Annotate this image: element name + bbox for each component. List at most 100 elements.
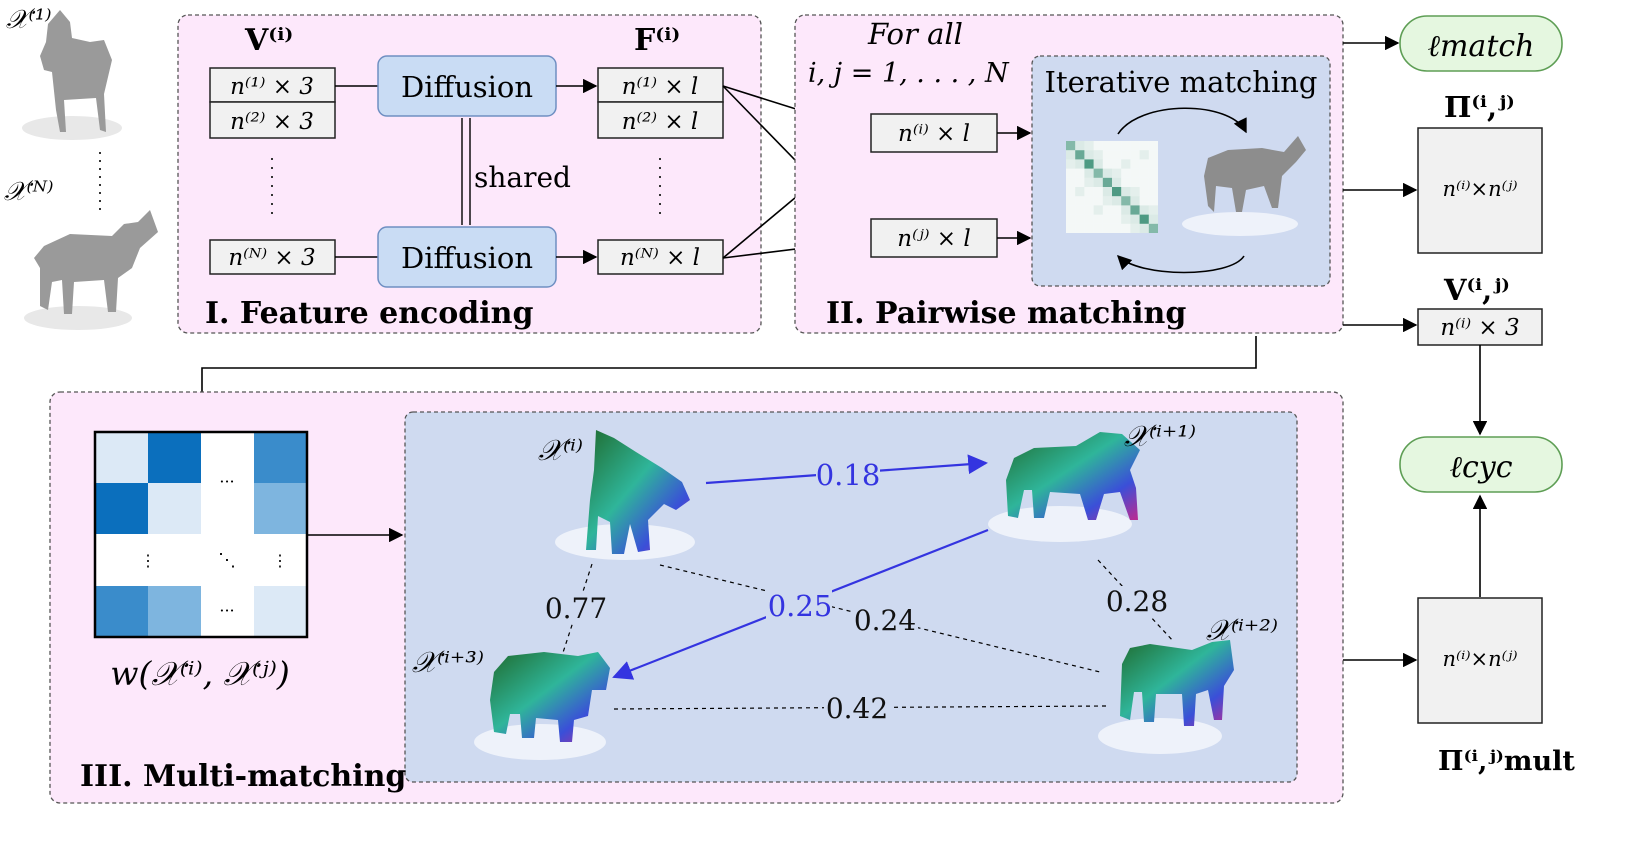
shape-x-i-label: 𝒳⁽ⁱ⁾ — [538, 433, 583, 467]
matrix-cell — [1130, 187, 1140, 197]
matrix-cell — [1066, 168, 1076, 178]
matrix-cell — [1112, 168, 1122, 178]
matrix-cell — [1075, 141, 1085, 151]
input-xn-label: 𝒳⁽ᴺ⁾ — [4, 177, 53, 207]
matrix-cell — [1139, 150, 1149, 160]
matrix-cell — [1093, 168, 1103, 178]
matrix-cell — [1112, 150, 1122, 160]
matrix-cell — [1148, 159, 1158, 169]
matrix-cell — [1121, 159, 1131, 169]
w-cell — [95, 586, 148, 637]
w-dots-d: ⋱ — [218, 550, 236, 571]
matrix-cell — [1066, 223, 1076, 233]
matrix-cell — [1102, 177, 1112, 187]
shape-x-i1: 𝒳⁽ⁱ⁺¹⁾ — [988, 419, 1196, 542]
matrix-cell — [1102, 196, 1112, 206]
edge-weights: 0.18 0.25 0.77 0.24 0.28 0.42 — [542, 458, 1170, 725]
pi-box — [1417, 127, 1543, 254]
matrix-cell — [1139, 177, 1149, 187]
matrix-cell — [1139, 223, 1149, 233]
matrix-cell — [1075, 159, 1085, 169]
weight-label: 0.24 — [854, 604, 916, 637]
matrix-cell — [1130, 196, 1140, 206]
loss-match-pill — [1399, 15, 1563, 72]
label-bg — [824, 692, 890, 724]
weight-label: 0.77 — [545, 592, 607, 625]
matrix-cell — [1102, 168, 1112, 178]
diffusion-top-text: Diffusion — [401, 70, 533, 104]
lion-mesh — [1006, 432, 1140, 520]
weight-label-blue: 0.25 — [768, 589, 833, 623]
matrix-cell — [1093, 187, 1103, 197]
matrix-cell — [1075, 168, 1085, 178]
shape-x-i1-label: 𝒳⁽ⁱ⁺¹⁾ — [1124, 419, 1196, 453]
f-cell-n-text: n⁽ᴺ⁾ × l — [620, 245, 700, 271]
iterative-title: Iterative matching — [1045, 65, 1318, 99]
matrix-cell — [1148, 214, 1158, 224]
matrix-cell — [1102, 214, 1112, 224]
weight-label: 0.42 — [826, 692, 888, 725]
loss-match-text: ℓmatch — [1427, 29, 1534, 64]
feat-i-text: n⁽ⁱ⁾ × l — [898, 121, 970, 147]
matrix-cell — [1139, 187, 1149, 197]
shape-x-i2-label: 𝒳⁽ⁱ⁺²⁾ — [1206, 613, 1278, 647]
matrix-cell — [1130, 159, 1140, 169]
matrix-cell — [1084, 223, 1094, 233]
f-cell-n — [597, 239, 724, 275]
graph-edge-i1-i2 — [1097, 559, 1175, 643]
input-x1-label: 𝒳⁽¹⁾ — [6, 5, 52, 35]
f-cell-2-text: n⁽²⁾ × l — [622, 109, 699, 135]
matrix-cell — [1121, 150, 1131, 160]
stage-pairwise-matching: For all i, j = 1, . . . , N n⁽ⁱ⁾ × l n⁽ʲ… — [794, 14, 1344, 334]
matrix-cell — [1130, 141, 1140, 151]
feat-j-box — [870, 218, 998, 258]
stage-feature-encoding: V⁽ⁱ⁾ F⁽ⁱ⁾ n⁽¹⁾ × 3 n⁽²⁾ × 3 n⁽ᴺ⁾ × 3 Dif… — [177, 14, 762, 334]
label-bg — [816, 458, 880, 490]
matrix-cell — [1121, 141, 1131, 151]
matrix-cell — [1084, 159, 1094, 169]
matrix-cell — [1130, 150, 1140, 160]
w-cell — [95, 483, 148, 534]
index-range-label: i, j = 1, . . . , N — [808, 58, 1010, 89]
matrix-cell — [1112, 214, 1122, 224]
matrix-cell — [1084, 196, 1094, 206]
f-matrix-stack: n⁽¹⁾ × l n⁽²⁾ × l n⁽ᴺ⁾ × l — [597, 67, 724, 275]
matrix-cell — [1139, 141, 1149, 151]
w-dots-h: ··· — [219, 472, 234, 491]
weight-matrix: ··· ··· ⋮ ⋮ ⋱ — [93, 430, 309, 639]
matrix-cell — [1102, 223, 1112, 233]
matrix-cell — [1084, 214, 1094, 224]
matrix-cell — [1139, 205, 1149, 215]
matrix-cell — [1121, 196, 1131, 206]
matrix-cell — [1066, 196, 1076, 206]
w-dots-v: ⋮ — [272, 551, 288, 570]
matrix-cell — [1139, 214, 1149, 224]
w-cell — [148, 586, 201, 637]
w-dots-h: ··· — [219, 601, 234, 620]
shadow — [1098, 718, 1222, 754]
label-bg — [542, 592, 608, 624]
matrix-cell — [1084, 150, 1094, 160]
matrix-cell — [1148, 223, 1158, 233]
matrix-cell — [1121, 205, 1131, 215]
matrix-cell — [1066, 150, 1076, 160]
input-shapes: 𝒳⁽¹⁾ 𝒳⁽ᴺ⁾ — [4, 5, 158, 330]
deforming-mesh — [1204, 136, 1306, 212]
shape-x-i: 𝒳⁽ⁱ⁾ — [538, 430, 695, 560]
matrix-cell — [1084, 141, 1094, 151]
matrix-cell — [1139, 159, 1149, 169]
shadow — [24, 306, 132, 330]
cow-mesh — [1120, 640, 1234, 726]
f-label: F⁽ⁱ⁾ — [634, 23, 680, 58]
matrix-cell — [1112, 196, 1122, 206]
f-cell-2 — [597, 101, 724, 139]
matrix-cell — [1121, 223, 1131, 233]
matrix-cell — [1148, 150, 1158, 160]
matrix-cell — [1066, 214, 1076, 224]
matrix-cell — [1075, 205, 1085, 215]
shadow — [22, 116, 122, 140]
w-cell — [254, 432, 307, 483]
matrix-cell — [1148, 205, 1158, 215]
pi-box-text: n⁽ⁱ⁾×n⁽ʲ⁾ — [1442, 177, 1517, 201]
matrix-cell — [1102, 159, 1112, 169]
